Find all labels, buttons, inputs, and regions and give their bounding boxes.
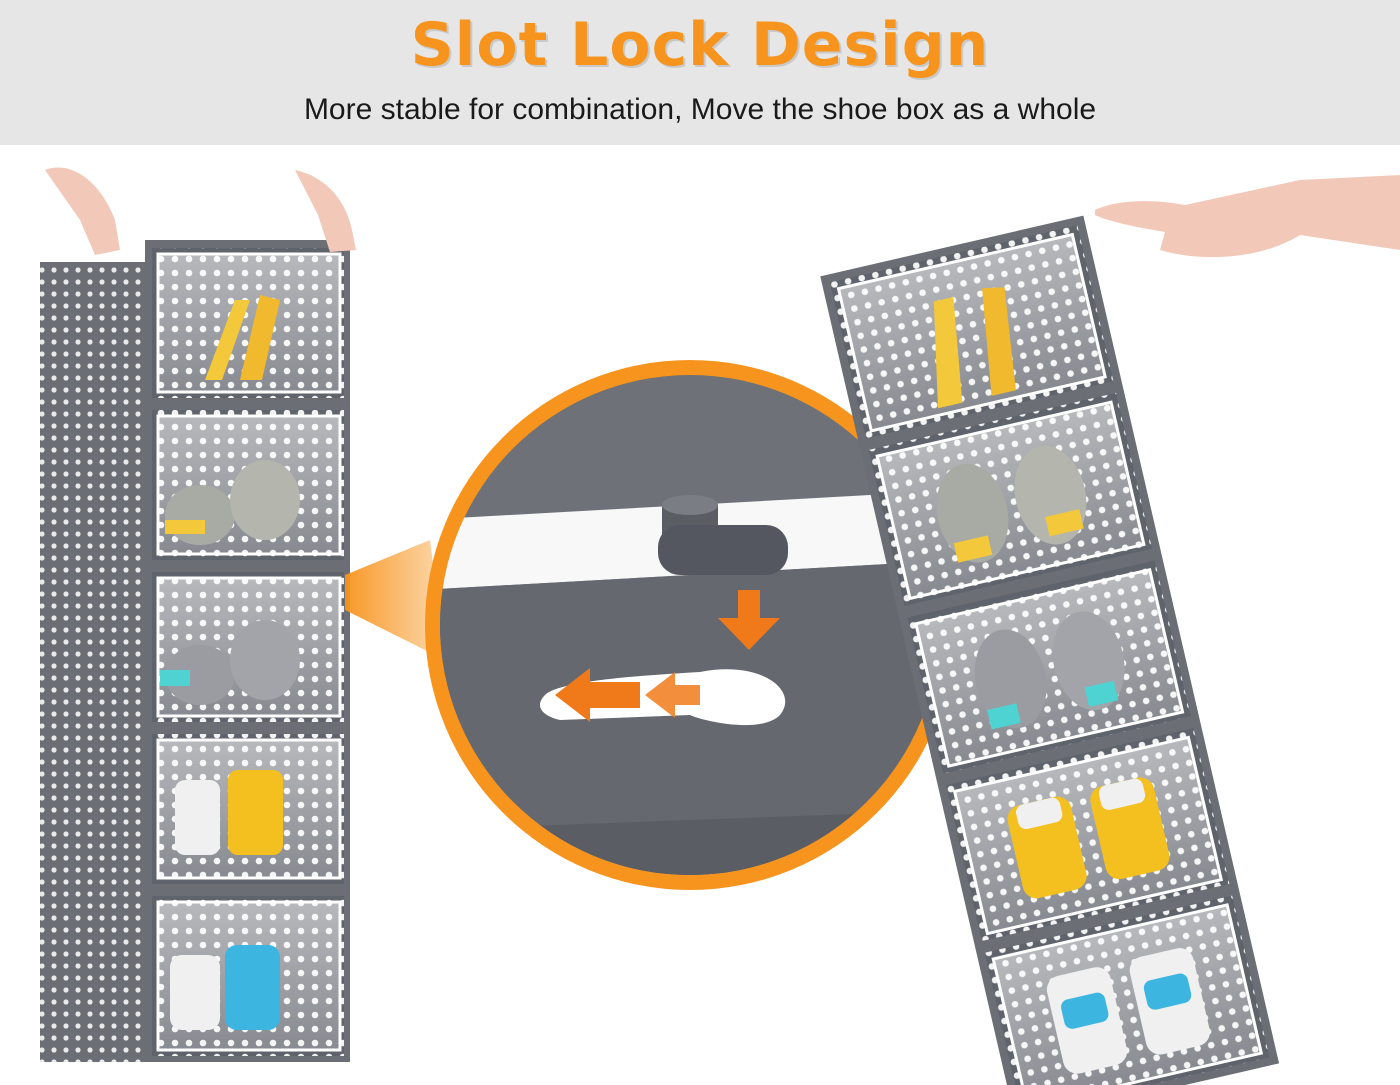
right-box-4 [945, 727, 1230, 942]
grey-sneaker [230, 460, 300, 540]
white-sneaker [170, 955, 220, 1030]
product-illustration [40, 167, 1400, 1085]
right-box-3 [907, 560, 1191, 774]
grey-sneaker [230, 620, 300, 700]
right-shoe-box-stack [820, 215, 1280, 1085]
left-shoe-box-stack [40, 167, 356, 1062]
page-subtitle: More stable for combination, Move the sh… [303, 93, 1097, 126]
hands-icon [45, 167, 356, 255]
grey-sneaker [165, 645, 235, 705]
left-box-3 [152, 572, 344, 722]
arrow-left-icon [555, 668, 700, 722]
white-sneaker [175, 780, 220, 855]
left-box-2 [152, 410, 344, 560]
yellow-sneaker [228, 770, 283, 855]
right-box-5 [984, 895, 1270, 1085]
arrow-down-icon [718, 590, 780, 650]
yellow-heel-shoe [240, 295, 280, 380]
left-stack-side-panel [40, 262, 150, 1062]
grey-sneaker [974, 629, 1047, 729]
callout-connector [345, 540, 445, 660]
right-box-2 [868, 392, 1153, 606]
blue-sneaker [225, 945, 280, 1030]
pointing-hand-icon [1095, 175, 1400, 258]
left-box-1 [152, 248, 344, 398]
grey-sneaker [165, 485, 235, 545]
left-box-4 [152, 734, 344, 884]
yellow-heel-shoe [982, 287, 1016, 396]
yellow-heel-shoe [933, 296, 963, 409]
right-box-1 [829, 225, 1114, 439]
yellow-heel-shoe [205, 300, 250, 380]
left-box-5 [152, 896, 344, 1056]
page-title: Slot Lock Design [410, 10, 990, 80]
header-banner: Slot Lock Design More stable for combina… [0, 0, 1400, 145]
grey-sneaker [936, 463, 1009, 563]
slot-lock-zoom-view [425, 360, 955, 890]
lock-peg-base [658, 525, 788, 575]
